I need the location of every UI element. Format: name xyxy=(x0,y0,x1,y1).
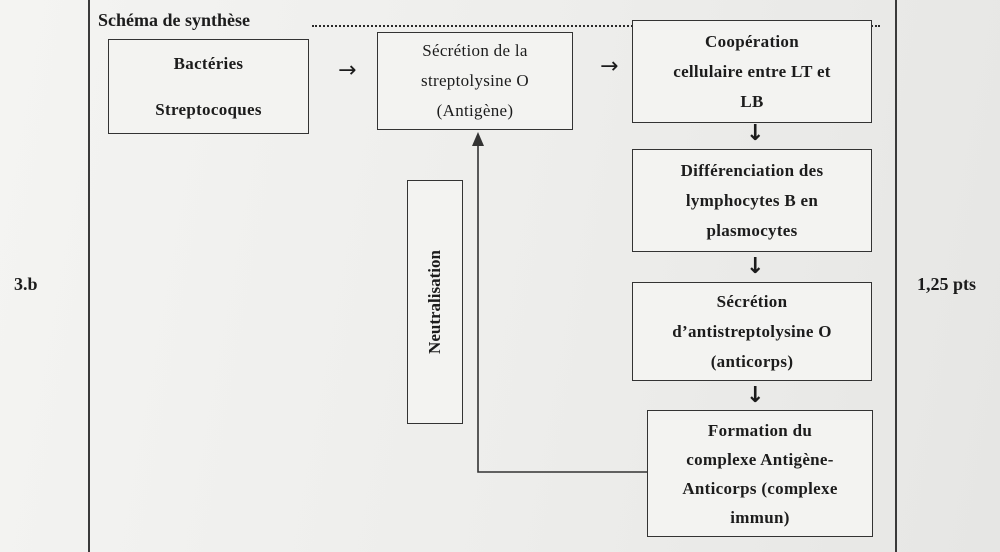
complex-line2: complexe Antigène- xyxy=(686,449,834,469)
box-secretion-antistreptolysine: Sécrétion d’antistreptolysine O (anticor… xyxy=(632,282,872,381)
secretion-slo-line2: streptolysine O xyxy=(421,71,529,90)
secretion-aslo-line2: d’antistreptolysine O xyxy=(672,321,832,341)
differentiation-line1: Différenciation des xyxy=(680,160,824,180)
cooperation-line2: cellulaire entre LT et xyxy=(673,61,831,81)
neutralisation-label: Neutralisation xyxy=(425,250,444,354)
secretion-slo-line1: Sécrétion de la xyxy=(422,41,528,60)
dotted-answer-line xyxy=(312,25,880,27)
cooperation-line3: LB xyxy=(740,91,764,111)
points-label: 1,25 pts xyxy=(917,274,977,294)
frame-right-border xyxy=(895,0,897,552)
diagram-title: Schéma de synthèse xyxy=(98,10,250,30)
bacteria-label: Bactéries xyxy=(173,53,244,73)
arrow-down-3: ↓ xyxy=(746,383,765,408)
differentiation-line2: lymphocytes B en xyxy=(685,190,819,210)
cooperation-line1: Coopération xyxy=(705,31,799,51)
question-number: 3.b xyxy=(14,274,38,294)
box-neutralisation: Neutralisation xyxy=(407,180,463,424)
box-differentiation: Différenciation des lymphocytes B en pla… xyxy=(632,149,872,252)
secretion-aslo-line3: (anticorps) xyxy=(710,351,794,371)
complex-line1: Formation du xyxy=(707,420,813,440)
frame-left-border xyxy=(88,0,90,552)
secretion-slo-line3: (Antigène) xyxy=(436,101,514,120)
arrow-down-2: ↓ xyxy=(746,254,765,279)
arrow-right-1: → xyxy=(338,58,357,83)
complex-line4: immun) xyxy=(730,507,790,527)
streptococcus-label: Streptocoques xyxy=(155,99,262,119)
box-secretion-streptolysine: Sécrétion de la streptolysine O (Antigèn… xyxy=(377,32,573,130)
feedback-line xyxy=(477,142,647,473)
box-bacteria: Bactéries Streptocoques xyxy=(108,39,309,134)
arrow-down-1: ↓ xyxy=(746,121,765,146)
differentiation-line3: plasmocytes xyxy=(706,220,798,240)
complex-line3: Anticorps (complexe xyxy=(682,478,838,498)
secretion-aslo-line1: Sécrétion xyxy=(716,291,788,311)
feedback-arrowhead xyxy=(472,132,484,146)
box-immune-complex: Formation du complexe Antigène- Anticorp… xyxy=(647,410,873,537)
arrow-right-2: → xyxy=(600,54,619,79)
box-cooperation: Coopération cellulaire entre LT et LB xyxy=(632,20,872,123)
